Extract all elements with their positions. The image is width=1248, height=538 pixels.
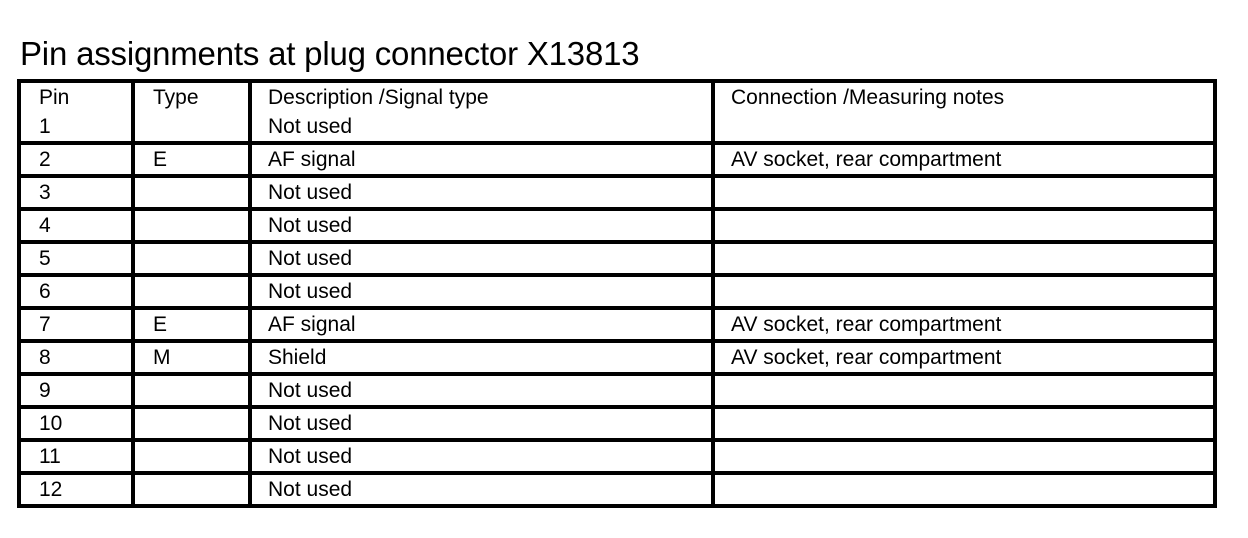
cell-type [133,176,252,211]
table-row: 10 Not used [19,407,1215,442]
cell-desc: Not used [250,176,715,211]
cell-conn [713,242,1215,277]
cell-desc: AF signal [250,308,715,343]
cell-desc: Not used [250,112,715,145]
table-header-row: Pin Type Description /Signal type Connec… [19,81,1215,112]
cell-conn [713,473,1215,506]
cell-pin: 8 [19,341,135,376]
cell-desc: Shield [250,341,715,376]
cell-type: M [133,341,252,376]
cell-pin: 1 [19,112,135,145]
cell-pin: 10 [19,407,135,442]
cell-pin: 7 [19,308,135,343]
cell-type [133,242,252,277]
cell-conn [713,275,1215,310]
cell-pin: 3 [19,176,135,211]
column-header-description: Description /Signal type [250,81,715,112]
column-header-type: Type [133,81,252,112]
cell-conn: AV socket, rear compartment [713,143,1215,178]
cell-conn [713,407,1215,442]
cell-desc: AF signal [250,143,715,178]
cell-conn: AV socket, rear compartment [713,308,1215,343]
cell-type: E [133,308,252,343]
cell-desc: Not used [250,407,715,442]
cell-desc: Not used [250,275,715,310]
table-row: 3 Not used [19,176,1215,211]
pin-assignment-table-container: Pin Type Description /Signal type Connec… [17,79,1217,508]
cell-pin: 4 [19,209,135,244]
cell-pin: 12 [19,473,135,506]
cell-conn [713,440,1215,475]
cell-type [133,374,252,409]
cell-desc: Not used [250,242,715,277]
cell-desc: Not used [250,209,715,244]
cell-pin: 11 [19,440,135,475]
cell-type [133,407,252,442]
table-row: 1 Not used [19,112,1215,145]
table-row: 4 Not used [19,209,1215,244]
cell-pin: 2 [19,143,135,178]
cell-type [133,275,252,310]
cell-conn [713,209,1215,244]
cell-type [133,112,252,145]
cell-type: E [133,143,252,178]
cell-conn [713,176,1215,211]
table-row: 9 Not used [19,374,1215,409]
page-title: Pin assignments at plug connector X13813 [20,35,640,73]
cell-desc: Not used [250,374,715,409]
cell-conn [713,112,1215,145]
table-row: 11 Not used [19,440,1215,475]
column-header-connection: Connection /Measuring notes [713,81,1215,112]
cell-pin: 6 [19,275,135,310]
table-row: 6 Not used [19,275,1215,310]
column-header-pin: Pin [19,81,135,112]
table-header: Pin Type Description /Signal type Connec… [19,81,1215,112]
pin-assignment-table: Pin Type Description /Signal type Connec… [17,79,1217,508]
table-row: 5 Not used [19,242,1215,277]
cell-conn [713,374,1215,409]
cell-type [133,440,252,475]
cell-type [133,209,252,244]
cell-pin: 5 [19,242,135,277]
cell-desc: Not used [250,440,715,475]
cell-type [133,473,252,506]
cell-desc: Not used [250,473,715,506]
table-row: 12 Not used [19,473,1215,506]
cell-conn: AV socket, rear compartment [713,341,1215,376]
cell-pin: 9 [19,374,135,409]
